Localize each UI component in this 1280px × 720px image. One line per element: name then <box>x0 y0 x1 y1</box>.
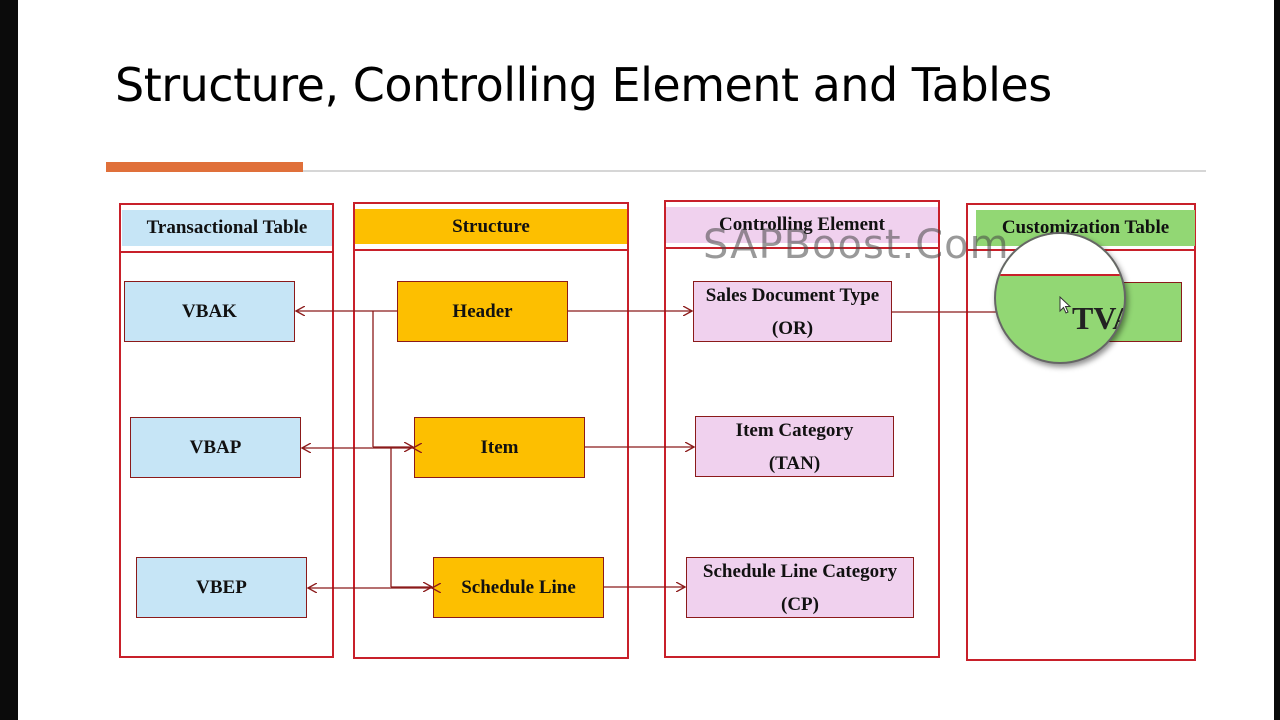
controlling-element-header: Controlling Element <box>666 207 938 243</box>
title-accent-bar <box>106 162 303 172</box>
item-category-code: (TAN) <box>768 452 821 474</box>
schedule-line-category-box: Schedule Line Category (CP) <box>686 557 914 618</box>
sales-document-type-code: (OR) <box>771 317 814 339</box>
magnified-text: TVA <box>1072 300 1124 336</box>
magnifier-header-area <box>996 234 1124 276</box>
title-divider <box>303 170 1206 172</box>
header-box: Header <box>397 281 568 342</box>
controlling-element-column <box>664 200 940 658</box>
vbap-box: VBAP <box>130 417 301 478</box>
structure-column <box>353 202 629 659</box>
schedule-line-category-code: (CP) <box>781 593 819 615</box>
slide-title: Structure, Controlling Element and Table… <box>115 58 1052 112</box>
item-box: Item <box>414 417 585 478</box>
transactional-header-divider <box>121 251 332 253</box>
customization-table-column <box>966 203 1196 661</box>
structure-header-divider <box>355 249 627 251</box>
watermark-text: SAPBoost.Com <box>703 222 1010 268</box>
sales-document-type-box: Sales Document Type (OR) <box>693 281 892 342</box>
schedule-line-box: Schedule Line <box>433 557 604 618</box>
mouse-cursor-icon <box>1059 296 1072 314</box>
right-frame-bar <box>1274 0 1280 720</box>
sales-document-type-label: Sales Document Type <box>705 284 880 306</box>
structure-header: Structure <box>355 209 627 244</box>
schedule-line-category-label: Schedule Line Category <box>702 560 898 582</box>
transactional-table-header: Transactional Table <box>122 210 332 246</box>
vbak-box: VBAK <box>124 281 295 342</box>
item-category-label: Item Category <box>735 419 854 441</box>
controlling-header-divider <box>666 247 938 249</box>
transactional-table-column <box>119 203 334 658</box>
item-category-box: Item Category (TAN) <box>695 416 894 477</box>
magnifier-lens: TVA <box>994 232 1126 364</box>
vbep-box: VBEP <box>136 557 307 618</box>
left-frame-bar <box>0 0 18 720</box>
